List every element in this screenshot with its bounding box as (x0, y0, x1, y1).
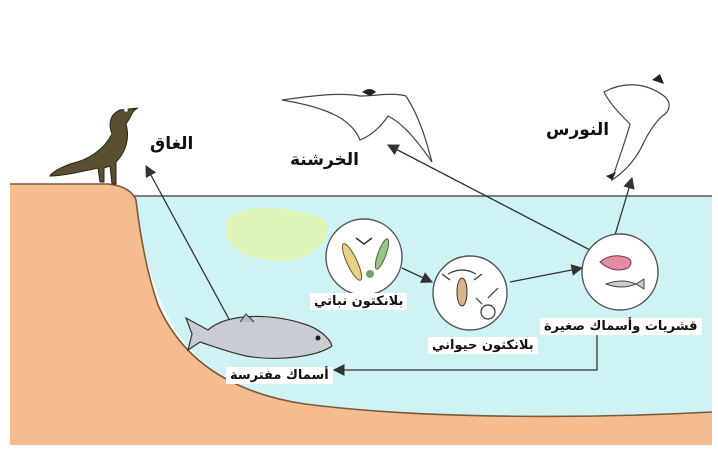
phytoplankton-circle (326, 219, 402, 295)
label-cormorant: الغاق (150, 136, 193, 153)
small-fish-circle (582, 234, 658, 310)
gull-illustration (604, 74, 669, 180)
label-tern: الخرشنة (290, 152, 359, 169)
label-phytoplankton: بلانكتون نباتي (310, 293, 407, 310)
cormorant-illustration (50, 108, 138, 184)
label-zooplankton: بلانكتون حيواني (428, 337, 538, 354)
label-gull: النورس (546, 122, 609, 139)
zooplankton-circle (433, 256, 507, 330)
label-crustaceans-small-fish: قشريات وأسماك صغيرة (540, 318, 702, 335)
label-predatory-fish: أسماك مفترسة (226, 367, 333, 384)
